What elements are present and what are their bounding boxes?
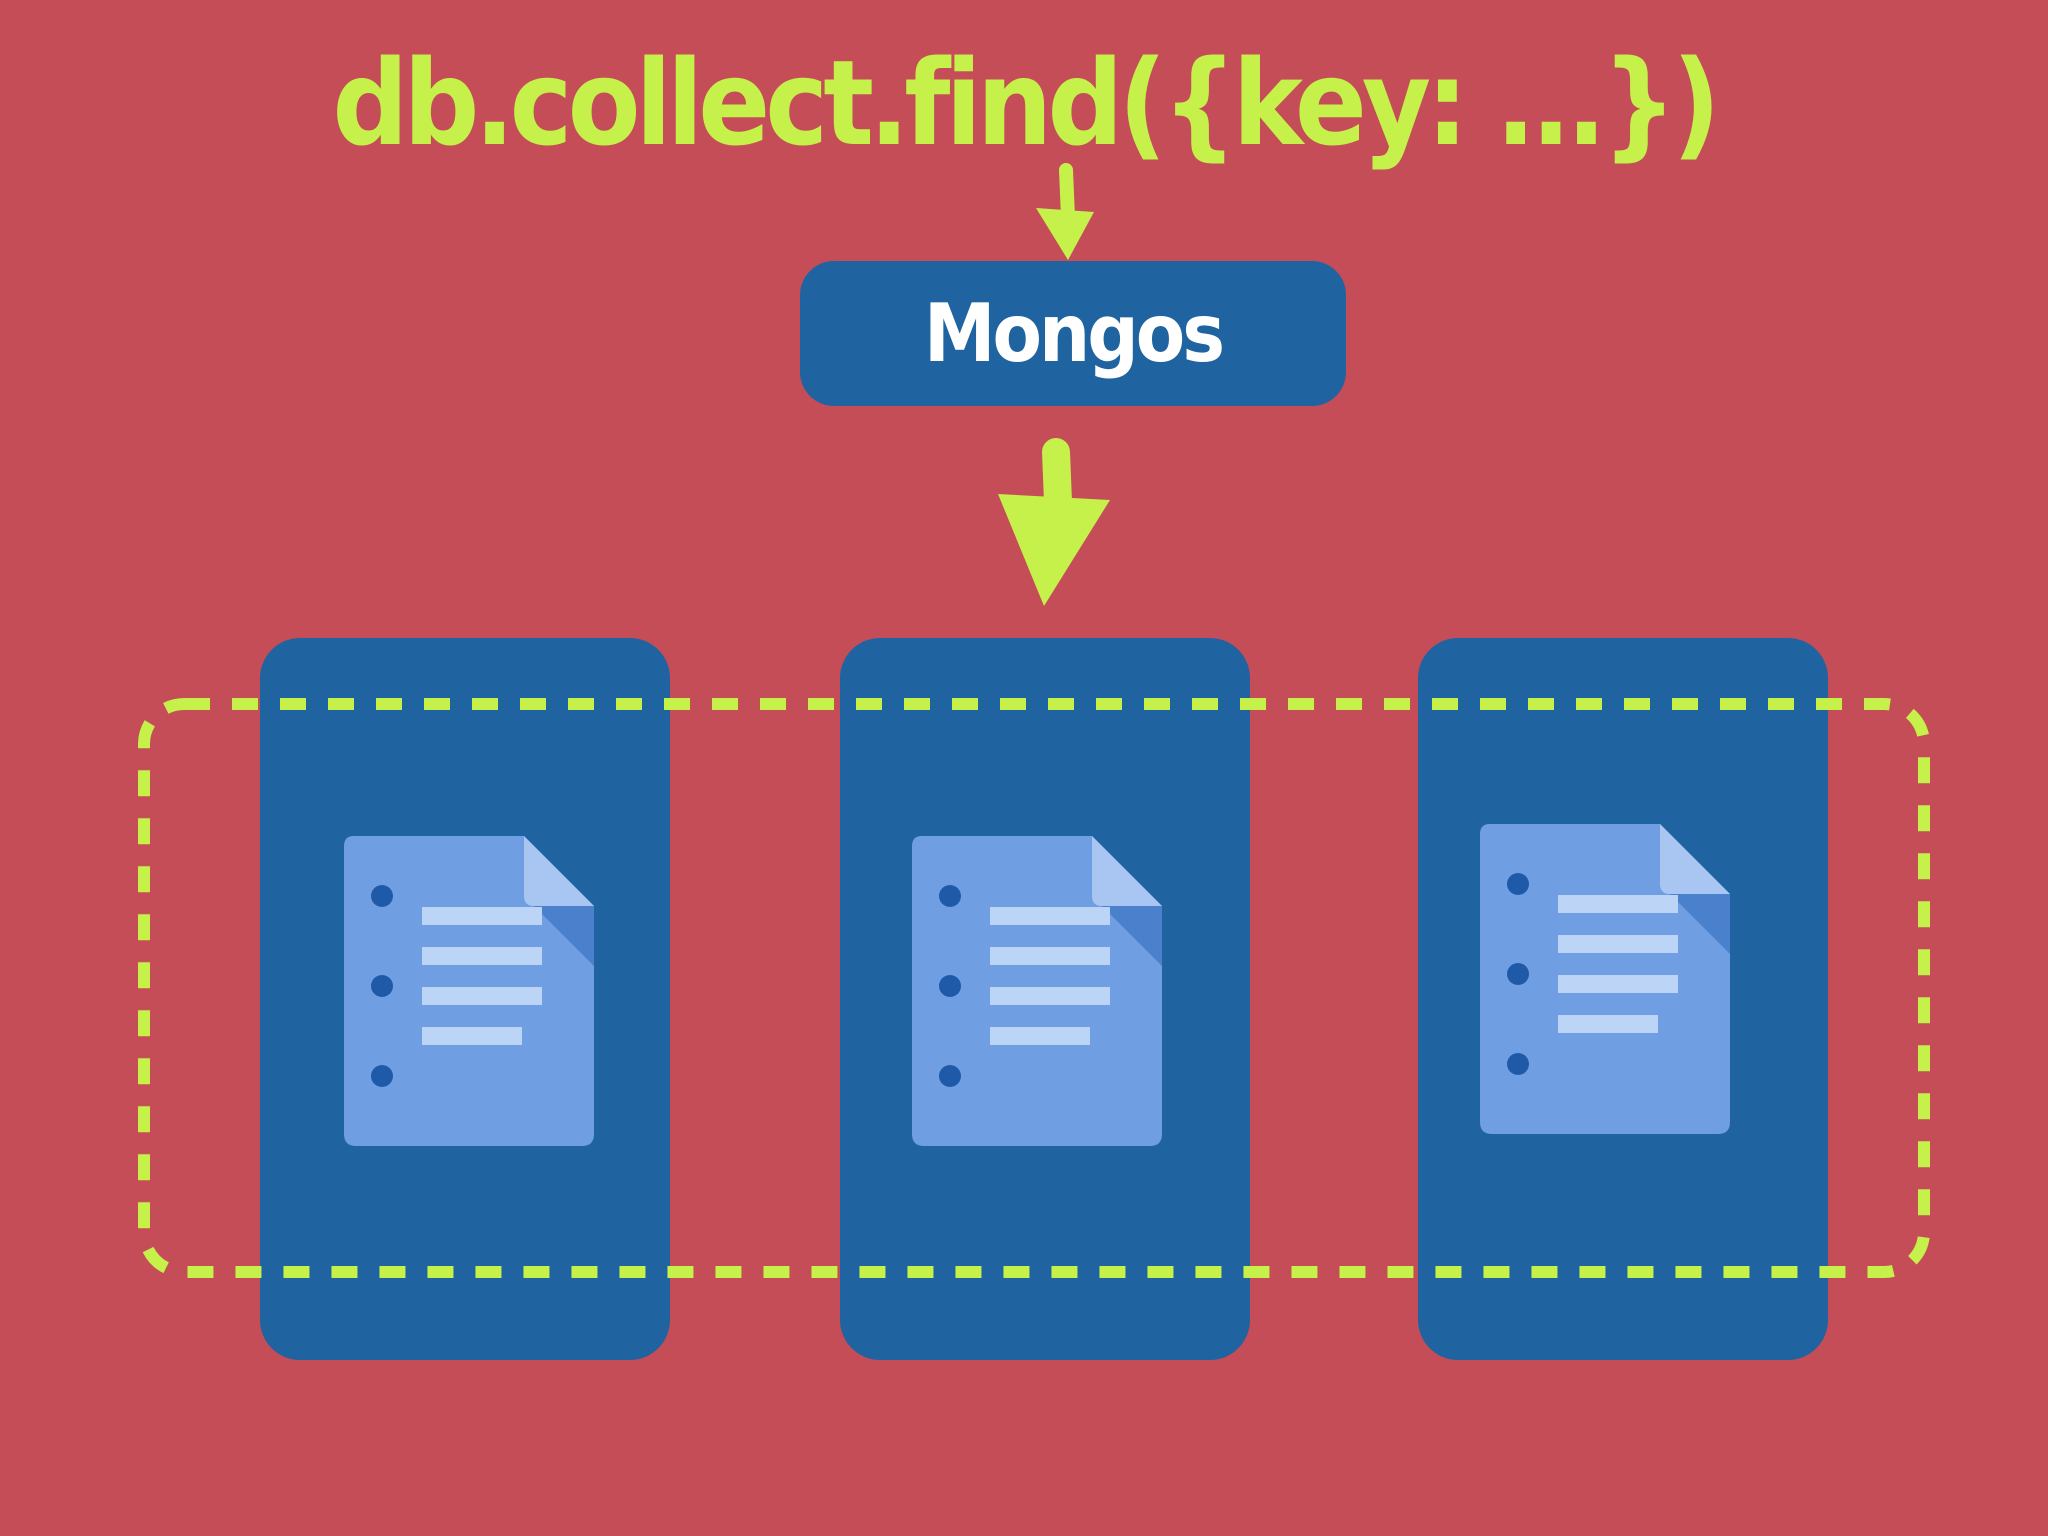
arrow-down-small-icon bbox=[1036, 163, 1094, 260]
document-icon bbox=[912, 836, 1162, 1146]
shard-3 bbox=[1418, 638, 1828, 1360]
arrow-down-large-icon bbox=[998, 438, 1110, 606]
shard-1 bbox=[260, 638, 670, 1360]
query-title: db.collect.find({key: ...}) bbox=[332, 34, 1720, 172]
document-icon bbox=[344, 836, 594, 1146]
mongos-router: Mongos bbox=[800, 261, 1346, 406]
shard-2 bbox=[840, 638, 1250, 1360]
router-label: Mongos bbox=[923, 287, 1225, 380]
query-range-outline bbox=[138, 698, 1930, 1278]
document-icon bbox=[1480, 824, 1730, 1134]
